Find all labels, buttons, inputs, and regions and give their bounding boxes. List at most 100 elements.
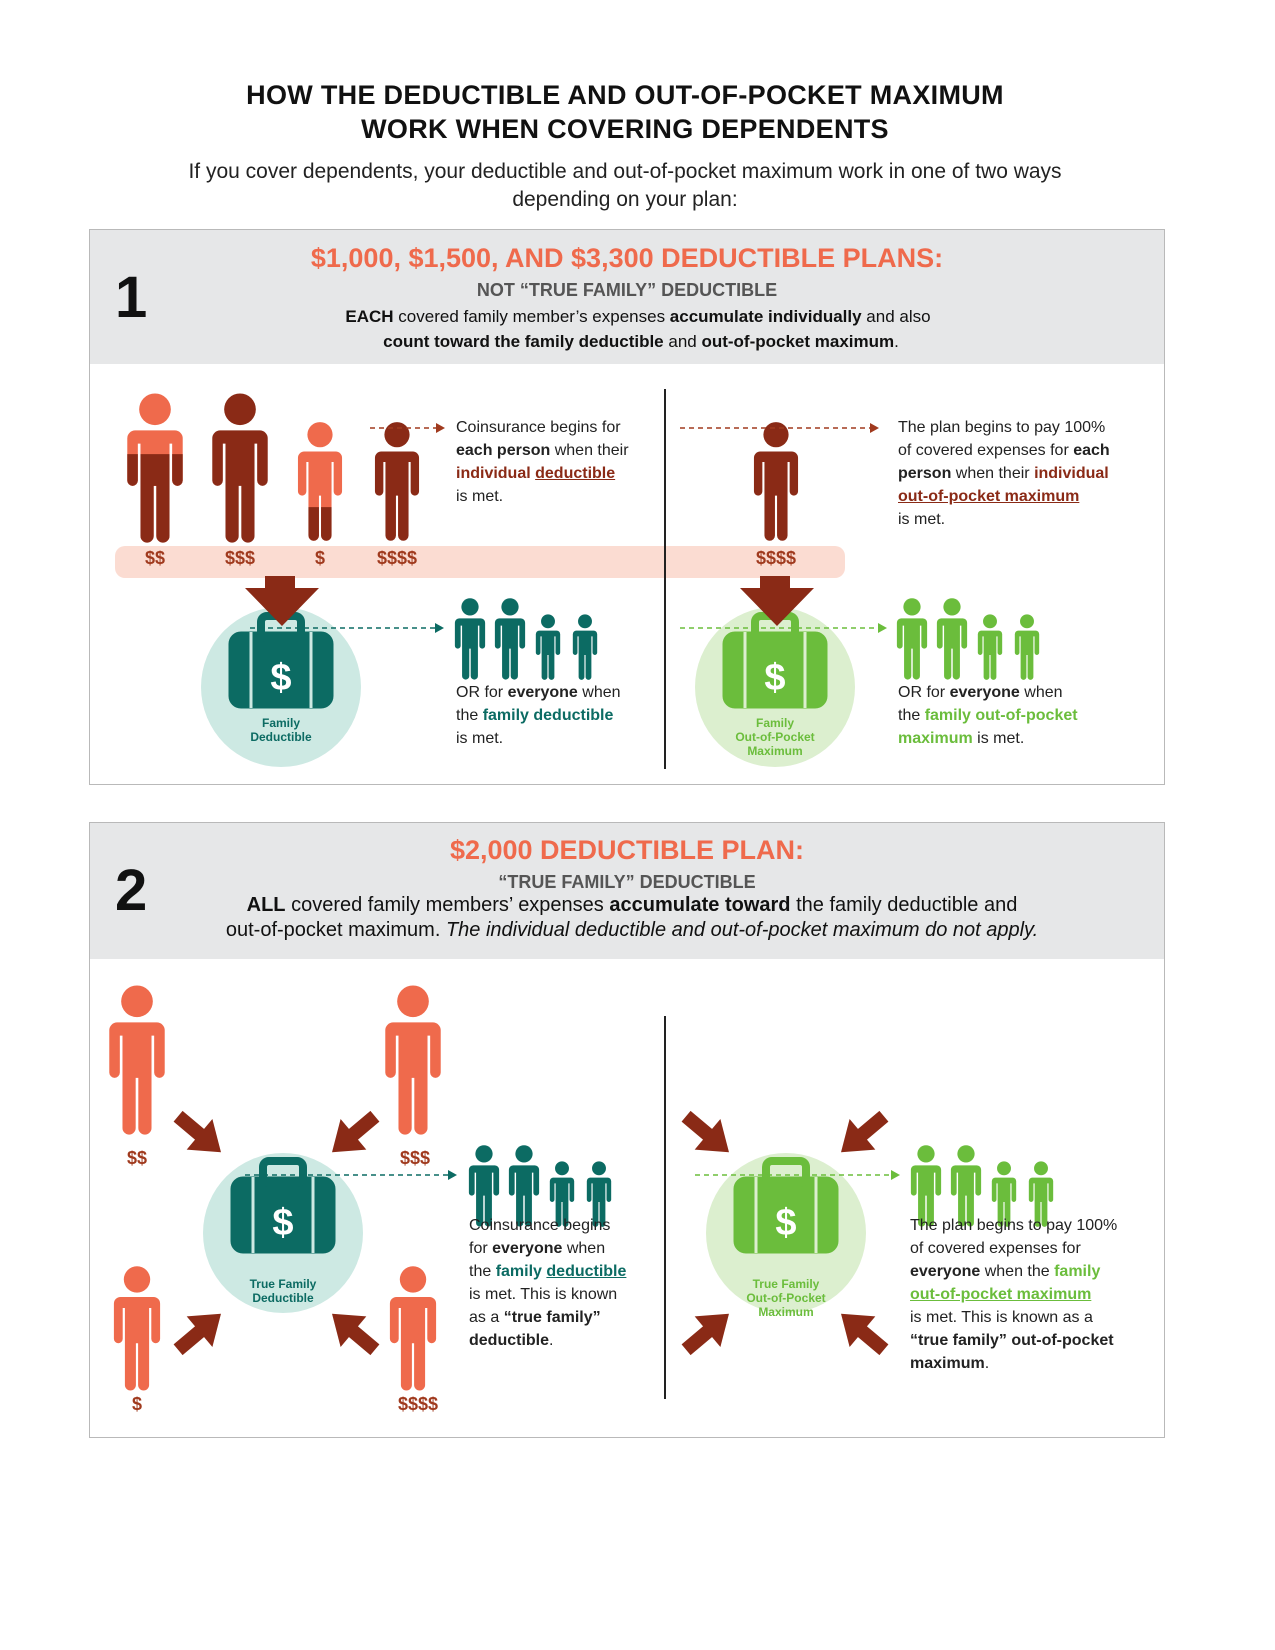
desc-count: count toward the family deductible (383, 332, 664, 351)
everyone: everyone (949, 684, 1020, 701)
bag-icon (229, 616, 333, 708)
page-title-line1: HOW THE DEDUCTIBLE AND OUT-OF-POCKET MAX… (246, 80, 1004, 110)
amount-person-2: $$$ (224, 548, 256, 568)
text-the: the (456, 707, 483, 724)
text-line: Coinsurance begins for (456, 419, 621, 436)
text-line: of covered expenses for (910, 1240, 1081, 1257)
intro-line1: If you cover dependents, your deductible… (188, 160, 1062, 183)
arrow-icon (319, 1298, 388, 1366)
desc-part1: covered family members’ expenses (285, 894, 610, 916)
desc-part2: the family deductible and (790, 894, 1018, 916)
text-or: OR for (456, 684, 508, 701)
dashed-arrow-green (695, 1170, 900, 1180)
section2-description: ALL covered family members’ expenses acc… (90, 893, 1164, 943)
amount-bottom-right: $$$$ (397, 1394, 439, 1414)
true-family-oop-label: True Family Out-of-Pocket Maximum (726, 1277, 846, 1319)
amount-person-3: $ (314, 548, 325, 568)
individual: individual (456, 465, 531, 482)
plan-pays-text: The plan begins to pay 100% of covered e… (898, 416, 1138, 531)
label-line: Family (261, 716, 300, 730)
label-line: True Family (249, 1277, 317, 1291)
each-person: each person (456, 442, 551, 459)
text-end: . (984, 1355, 990, 1372)
family: family (495, 1263, 542, 1280)
text-when: when (1019, 684, 1063, 701)
bag-icon (734, 1161, 838, 1253)
everyone: everyone (492, 1240, 563, 1257)
bag-icon (231, 1161, 335, 1253)
section2-panel: 2 $2,000 DEDUCTIBLE PLAN: “TRUE FAMILY” … (89, 822, 1165, 1438)
page-title: HOW THE DEDUCTIBLE AND OUT-OF-POCKET MAX… (0, 78, 1250, 146)
desc-accumulate: accumulate toward (609, 894, 791, 916)
individual: individual (1034, 465, 1109, 482)
coral-person-bottom-right (389, 1266, 437, 1391)
dollar-icon: $ (270, 657, 291, 699)
text-for: for (469, 1240, 493, 1257)
text-met: is met. (456, 730, 504, 747)
label-line: Deductible (252, 1291, 314, 1305)
section1-subtitle: NOT “TRUE FAMILY” DEDUCTIBLE (476, 280, 778, 300)
section1-graphic: $ $ (115, 393, 1040, 767)
everyone: everyone (507, 684, 578, 701)
text-line: The plan begins to pay 100% (910, 1217, 1118, 1234)
bag-icon (723, 616, 827, 708)
text-line: Coinsurance begins (469, 1217, 611, 1234)
dashed-arrow-teal (245, 1170, 457, 1180)
intro-line2: depending on your plan: (512, 188, 738, 211)
text-when: when (577, 684, 621, 701)
amount-person-1: $$ (144, 548, 166, 568)
label-line: True Family (752, 1277, 820, 1291)
section2-header: 2 $2,000 DEDUCTIBLE PLAN: “TRUE FAMILY” … (90, 823, 1164, 959)
section2-divider (664, 1016, 666, 1399)
oop-max: out-of-pocket maximum (898, 488, 1080, 505)
person: person (898, 465, 952, 482)
amount-person-4: $$$$ (376, 548, 418, 568)
desc-italic: The individual deductible and out-of-poc… (445, 919, 1039, 941)
text-the: the (469, 1263, 496, 1280)
dollar-icon: $ (775, 1202, 796, 1244)
section2-number: 2 (115, 858, 148, 923)
coral-person-top-right (385, 985, 441, 1135)
or-everyone-deductible-text: OR for everyone when the family deductib… (456, 681, 656, 750)
everyone: everyone (910, 1263, 981, 1280)
arrow-icon (673, 1100, 742, 1168)
dashed-arrow-top-left (370, 423, 445, 433)
section2-subtitle: “TRUE FAMILY” DEDUCTIBLE (498, 872, 756, 892)
dashed-arrow-bottom-right (680, 623, 887, 633)
desc-all: ALL (246, 894, 286, 916)
desc-part1: covered family member’s expenses (393, 307, 670, 326)
text-end: . (549, 1332, 554, 1349)
true-family: “true family” out-of-pocket (910, 1332, 1114, 1349)
arrow-icon (828, 1100, 897, 1168)
text-when: when (562, 1240, 606, 1257)
down-arrow-left (245, 576, 319, 626)
amount-top-right: $$$ (399, 1148, 431, 1168)
label-line: Family (755, 716, 794, 730)
each: each (1073, 442, 1110, 459)
section1-divider (664, 389, 666, 769)
text-when: when their (951, 465, 1035, 482)
dashed-arrow-bottom-left (250, 623, 444, 633)
dollar-icon: $ (272, 1202, 293, 1244)
text-met: is met. This is known (469, 1286, 618, 1303)
section1-description: EACH covered family member’s expenses ac… (90, 304, 1164, 354)
label-line: Out-of-Pocket (746, 1291, 826, 1305)
label-line: Maximum (758, 1305, 814, 1319)
family-oop: family out-of-pocket (924, 707, 1078, 724)
or-everyone-oop-text: OR for everyone when the family out-of-p… (898, 681, 1138, 750)
page-title-line2: WORK WHEN COVERING DEPENDENTS (361, 114, 889, 144)
family-deductible: family deductible (482, 707, 614, 724)
text-met: is met. (972, 730, 1025, 747)
arrow-icon (165, 1298, 234, 1366)
text-the: the (898, 707, 925, 724)
desc-oop: out-of-pocket maximum (701, 332, 895, 351)
label-line: Deductible (250, 730, 312, 744)
desc-accumulate: accumulate individually (669, 307, 862, 326)
desc-part2: and also (861, 307, 931, 326)
text-met: is met. (456, 488, 504, 505)
desc-end: . (894, 332, 899, 351)
label-line: Maximum (747, 744, 803, 758)
maximum: maximum (910, 1355, 985, 1372)
amount-person-right: $$$$ (755, 548, 797, 568)
